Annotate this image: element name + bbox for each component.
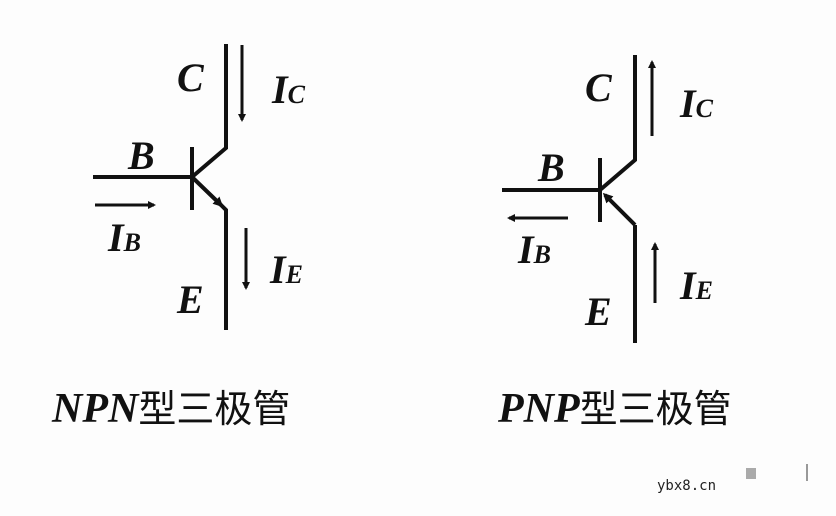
- npn-collector-label: C: [177, 55, 204, 100]
- watermark-bar: [806, 464, 808, 481]
- watermark-block: [746, 468, 756, 479]
- pnp-ib-label: IB: [518, 227, 551, 272]
- npn-emitter-label: E: [177, 277, 204, 322]
- npn-ib-label: IB: [108, 215, 141, 260]
- npn-collector-lead: [190, 44, 228, 179]
- pnp-ic-label: IC: [680, 81, 713, 126]
- npn-emitter-lead: [216, 200, 228, 330]
- npn-current-arrows: [95, 45, 250, 290]
- pnp-emitter-arrow: [602, 192, 637, 227]
- npn-base-label: B: [128, 133, 155, 178]
- npn-emitter-arrow: [190, 175, 224, 208]
- npn-ie-label: IE: [270, 247, 303, 292]
- npn-caption: NPN型三极管: [52, 386, 291, 432]
- pnp-symbol: [502, 55, 637, 343]
- pnp-collector-label: C: [585, 65, 612, 110]
- pnp-current-arrows: [507, 60, 659, 303]
- pnp-caption: PNP型三极管: [498, 386, 732, 432]
- pnp-ie-label: IE: [680, 263, 713, 308]
- pnp-collector-lead: [598, 55, 637, 192]
- pnp-emitter-label: E: [585, 289, 612, 334]
- npn-ic-label: IC: [272, 67, 305, 112]
- pnp-base-label: B: [538, 145, 565, 190]
- npn-symbol: [93, 44, 228, 330]
- watermark-text: ybx8.cn: [657, 478, 717, 494]
